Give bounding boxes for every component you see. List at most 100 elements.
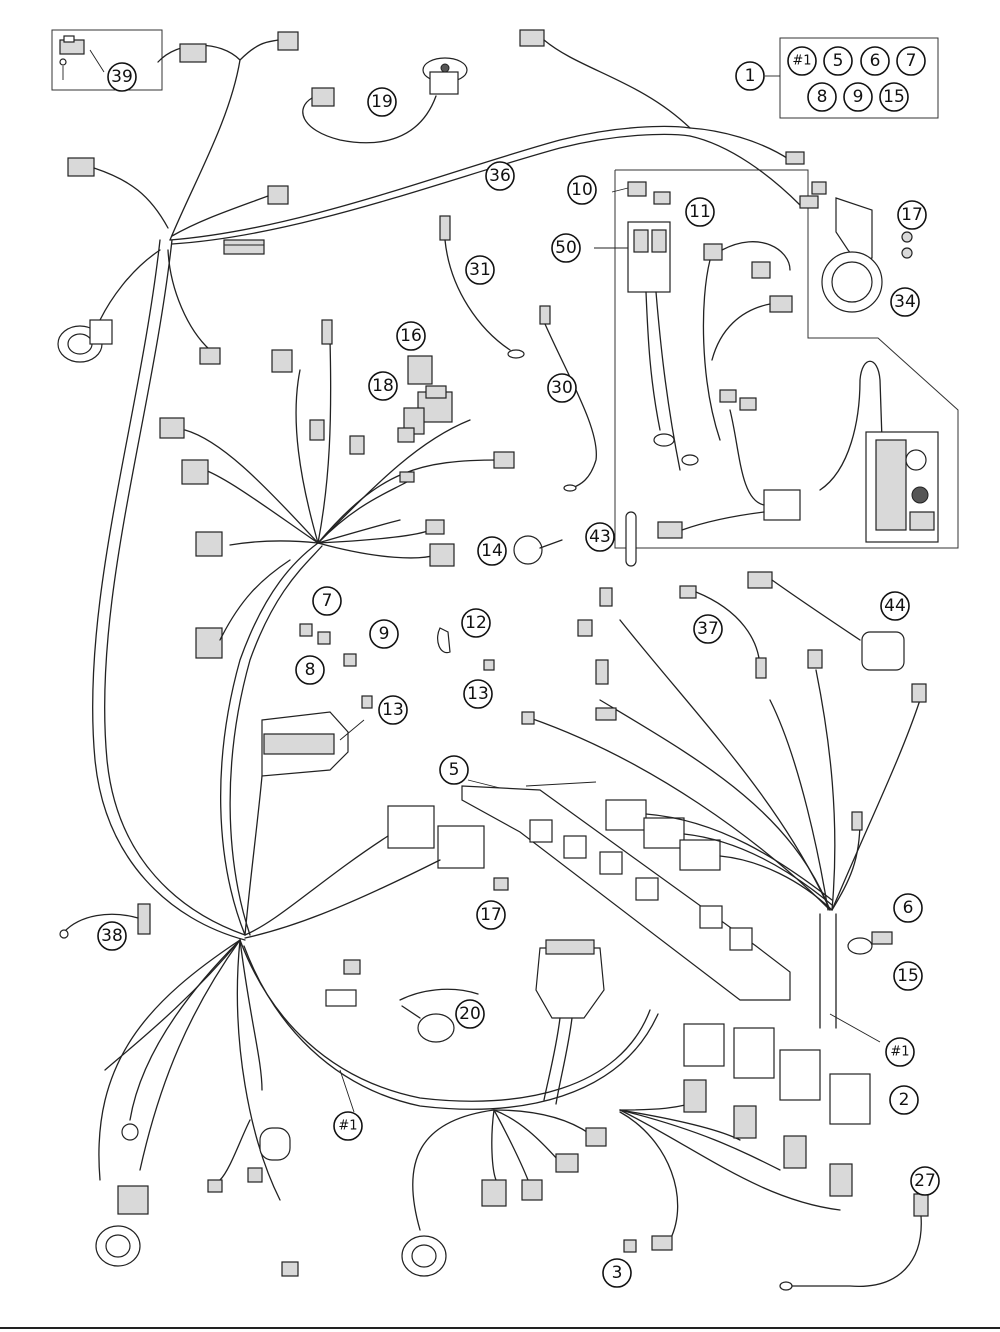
callout-9-kit: 9 — [843, 82, 873, 112]
part-36-cable — [519, 29, 827, 209]
svg-text:39: 39 — [111, 67, 133, 87]
callout-9-fuse: 9 — [369, 619, 399, 649]
part-15-clamp — [847, 937, 873, 955]
callout-2: 2 — [889, 1085, 919, 1115]
svg-text:12: 12 — [465, 613, 487, 633]
part-6-bolt — [871, 931, 893, 945]
svg-text:6: 6 — [870, 51, 881, 71]
svg-text:17: 17 — [480, 905, 502, 925]
callout-13-right: 13 — [463, 679, 493, 709]
part-13-screws — [361, 659, 495, 709]
callout-20: 20 — [455, 999, 485, 1029]
part-38-sensor — [59, 903, 151, 939]
svg-text:20: 20 — [459, 1004, 481, 1024]
svg-text:7: 7 — [906, 51, 917, 71]
top-left-connectors — [57, 31, 299, 365]
part-30-cable — [539, 305, 597, 492]
callout-3: 3 — [602, 1258, 632, 1288]
callout-11: 11 — [685, 197, 715, 227]
callout-h1-kit: #1 — [787, 46, 817, 76]
part-50-relay-box — [594, 221, 801, 539]
svg-text:43: 43 — [589, 527, 611, 547]
svg-text:13: 13 — [467, 684, 489, 704]
svg-text:16: 16 — [400, 326, 422, 346]
callout-10: 10 — [567, 175, 597, 205]
callout-19: 19 — [367, 87, 397, 117]
part-2-relays — [683, 1023, 871, 1125]
part-17-bolt — [493, 877, 509, 891]
svg-text:5: 5 — [833, 51, 844, 71]
lower-center-branches — [401, 1079, 853, 1277]
part-16-connector — [407, 355, 433, 385]
svg-text:9: 9 — [379, 624, 390, 644]
callout-h1-main: #1 — [333, 1111, 363, 1141]
svg-text:6: 6 — [903, 898, 914, 918]
svg-text:9: 9 — [853, 87, 864, 107]
svg-text:1: 1 — [745, 66, 756, 86]
svg-text:38: 38 — [101, 926, 123, 946]
callout-16: 16 — [396, 321, 426, 351]
handlebar-switch-assembly — [819, 360, 939, 543]
fuses-10-11 — [611, 181, 671, 205]
callout-6-kit: 6 — [860, 46, 890, 76]
svg-text:37: 37 — [697, 619, 719, 639]
svg-text:30: 30 — [551, 378, 573, 398]
right-harness-trunk — [521, 587, 927, 1029]
svg-text:31: 31 — [469, 260, 491, 280]
callout-13-left: 13 — [378, 695, 408, 725]
callout-8-fuse: 8 — [295, 655, 325, 685]
svg-text:15: 15 — [883, 87, 905, 107]
svg-text:18: 18 — [372, 376, 394, 396]
main-harness-trunks — [92, 44, 801, 1110]
part-5-bracket — [461, 779, 791, 1001]
callout-50: 50 — [551, 233, 581, 263]
multi-connectors-right — [605, 799, 833, 911]
callout-17-bottom: 17 — [476, 900, 506, 930]
callout-5-bracket: 5 — [439, 755, 469, 785]
svg-text:5: 5 — [449, 760, 460, 780]
part-19-sensor — [302, 57, 468, 144]
svg-text:27: 27 — [914, 1171, 936, 1191]
part-12-clamp — [437, 627, 451, 654]
svg-text:11: 11 — [689, 202, 711, 222]
svg-text:#1: #1 — [338, 1119, 357, 1134]
svg-text:7: 7 — [322, 591, 333, 611]
svg-text:19: 19 — [371, 92, 393, 112]
callout-44: 44 — [880, 591, 910, 621]
leader-lines — [339, 781, 881, 1113]
callout-43: 43 — [585, 522, 615, 552]
callout-34: 34 — [890, 287, 920, 317]
fuse-box — [244, 711, 365, 936]
callout-39: 39 — [107, 62, 137, 92]
callout-38: 38 — [97, 921, 127, 951]
part-18-connector — [397, 427, 415, 443]
callout-14: 14 — [477, 536, 507, 566]
svg-text:3: 3 — [612, 1263, 623, 1283]
center-subharness — [159, 319, 515, 659]
part-44-switch — [747, 571, 905, 671]
callout-36: 36 — [485, 161, 515, 191]
part-34-horn — [821, 197, 913, 313]
svg-text:14: 14 — [481, 541, 503, 561]
callout-37: 37 — [693, 614, 723, 644]
part-39-sensor — [59, 35, 105, 80]
callout-8-kit: 8 — [807, 82, 837, 112]
lower-left-branches — [95, 939, 299, 1277]
callout-15-kit: 15 — [879, 82, 909, 112]
callout-30: 30 — [547, 373, 577, 403]
svg-text:13: 13 — [382, 700, 404, 720]
kit-frame-1 — [765, 37, 939, 119]
part-31-cable — [439, 215, 525, 359]
svg-text:#1: #1 — [890, 1045, 909, 1060]
diagnostic-connector — [325, 939, 605, 1105]
svg-text:#1: #1 — [792, 54, 811, 69]
ecu-connectors — [244, 805, 485, 939]
fuses-7-8-9 — [299, 623, 357, 667]
part-14-cable-tie — [513, 535, 563, 565]
kit-frame-39 — [51, 29, 163, 91]
part-27-sensor — [779, 1193, 929, 1291]
svg-text:34: 34 — [894, 292, 916, 312]
svg-text:15: 15 — [897, 966, 919, 986]
callout-27: 27 — [910, 1166, 940, 1196]
callout-18: 18 — [368, 371, 398, 401]
